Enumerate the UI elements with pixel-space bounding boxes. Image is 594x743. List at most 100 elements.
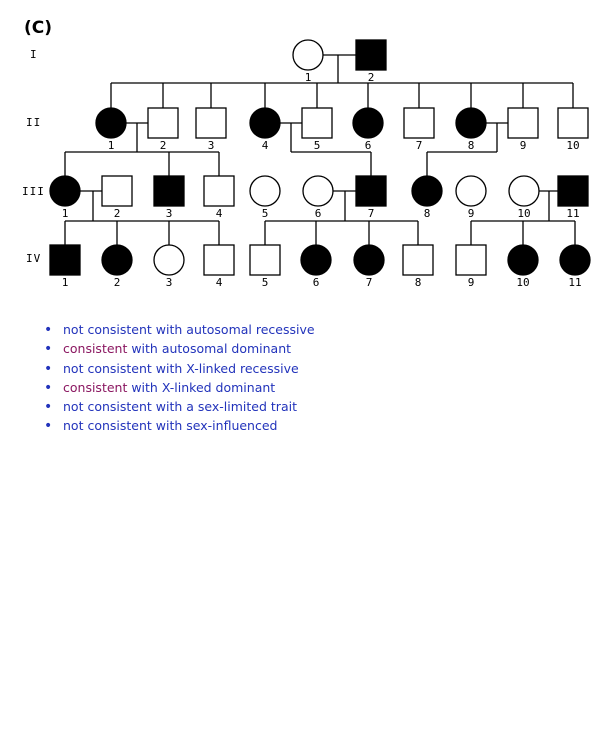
individual-number: 6	[315, 207, 322, 220]
individual-number: 11	[566, 207, 579, 220]
individual-number: 1	[108, 139, 115, 152]
individual-number: 11	[568, 276, 581, 289]
unaffected-female-symbol	[302, 175, 334, 207]
individual-number: 2	[368, 71, 375, 84]
individual-number: 6	[365, 139, 372, 152]
bullet-icon: •	[44, 399, 53, 416]
conclusion-item: • consistent with X-linked dominant	[44, 378, 315, 397]
affected-female-symbol	[49, 175, 81, 207]
verdict-text: not consistent	[63, 399, 152, 415]
affected-male-symbol	[557, 175, 589, 207]
bullet-icon: •	[44, 322, 53, 338]
unaffected-male-symbol	[203, 244, 235, 276]
verdict-text: not consistent	[63, 418, 152, 434]
affected-female-symbol	[95, 107, 127, 139]
unaffected-male-symbol	[403, 107, 435, 139]
individual-number: 3	[208, 139, 215, 152]
individual-number: 4	[216, 276, 223, 289]
generation-label-II: II	[26, 116, 42, 129]
individual-number: 9	[468, 207, 475, 220]
unaffected-female-symbol	[455, 175, 487, 207]
individual-number: 10	[517, 207, 530, 220]
affected-female-symbol	[507, 244, 539, 276]
conclusion-item: • not consistent with a sex-limited trait	[44, 397, 315, 416]
unaffected-male-symbol	[301, 107, 333, 139]
individual-number: 5	[262, 276, 269, 289]
verdict-text: consistent	[63, 341, 128, 357]
unaffected-male-symbol	[203, 175, 235, 207]
conclusion-text: with X-linked recessive	[151, 360, 299, 376]
conclusion-item: • not consistent with autosomal recessive	[44, 320, 315, 339]
affected-female-symbol	[411, 175, 443, 207]
individual-number: 1	[62, 207, 69, 220]
bullet-icon: •	[44, 341, 53, 358]
individual-number: 3	[166, 207, 173, 220]
unaffected-male-symbol	[147, 107, 179, 139]
unaffected-male-symbol	[402, 244, 434, 276]
individual-number: 5	[262, 207, 269, 220]
affected-male-symbol	[153, 175, 185, 207]
individual-number: 5	[314, 139, 321, 152]
individual-number: 4	[216, 207, 223, 220]
individual-number: 1	[305, 71, 312, 84]
affected-male-symbol	[49, 244, 81, 276]
verdict-text: consistent	[63, 379, 128, 395]
affected-female-symbol	[353, 244, 385, 276]
conclusion-text: with X-linked dominant	[127, 379, 276, 395]
unaffected-male-symbol	[101, 175, 133, 207]
conclusion-item: • not consistent with X-linked recessive	[44, 359, 315, 378]
unaffected-female-symbol	[249, 175, 281, 207]
generation-label-III: III	[22, 185, 45, 198]
individual-number: 8	[424, 207, 431, 220]
individual-number: 8	[468, 139, 475, 152]
individual-number: 6	[313, 276, 320, 289]
verdict-text: not consistent	[63, 360, 152, 376]
bullet-icon: •	[44, 379, 53, 396]
conclusion-text: with a sex-limited trait	[151, 399, 297, 415]
unaffected-male-symbol	[507, 107, 539, 139]
individual-number: 2	[114, 276, 121, 289]
unaffected-female-symbol	[292, 39, 324, 71]
affected-female-symbol	[352, 107, 384, 139]
affected-female-symbol	[455, 107, 487, 139]
verdict-text: not consistent	[63, 322, 152, 337]
affected-female-symbol	[101, 244, 133, 276]
affected-male-symbol	[355, 175, 387, 207]
unaffected-male-symbol	[455, 244, 487, 276]
individual-number: 10	[566, 139, 579, 152]
individual-number: 7	[366, 276, 373, 289]
individual-number: 3	[166, 276, 173, 289]
generation-label-I: I	[30, 48, 38, 61]
individual-number: 10	[516, 276, 529, 289]
unaffected-female-symbol	[508, 175, 540, 207]
affected-female-symbol	[559, 244, 591, 276]
individual-number: 8	[415, 276, 422, 289]
individual-number: 2	[114, 207, 121, 220]
panel-label: (C)	[24, 18, 53, 38]
individual-number: 9	[468, 276, 475, 289]
conclusion-text: with autosomal recessive	[151, 322, 315, 337]
individual-number: 7	[416, 139, 423, 152]
affected-female-symbol	[249, 107, 281, 139]
individual-number: 2	[160, 139, 167, 152]
affected-female-symbol	[300, 244, 332, 276]
generation-label-IV: IV	[26, 252, 42, 265]
individual-number: 9	[520, 139, 527, 152]
conclusion-item: • consistent with autosomal dominant	[44, 339, 315, 358]
pedigree-lines	[64, 54, 576, 245]
unaffected-female-symbol	[153, 244, 185, 276]
individual-number: 4	[262, 139, 269, 152]
affected-male-symbol	[355, 39, 387, 71]
individual-number: 1	[62, 276, 69, 289]
unaffected-male-symbol	[249, 244, 281, 276]
unaffected-male-symbol	[557, 107, 589, 139]
individual-number: 7	[368, 207, 375, 220]
unaffected-male-symbol	[195, 107, 227, 139]
bullet-icon: •	[44, 360, 53, 377]
conclusion-text: with autosomal dominant	[127, 341, 292, 357]
conclusion-item: •not consistent with sex-influenced	[44, 416, 315, 435]
bullet-icon: •	[44, 418, 53, 435]
